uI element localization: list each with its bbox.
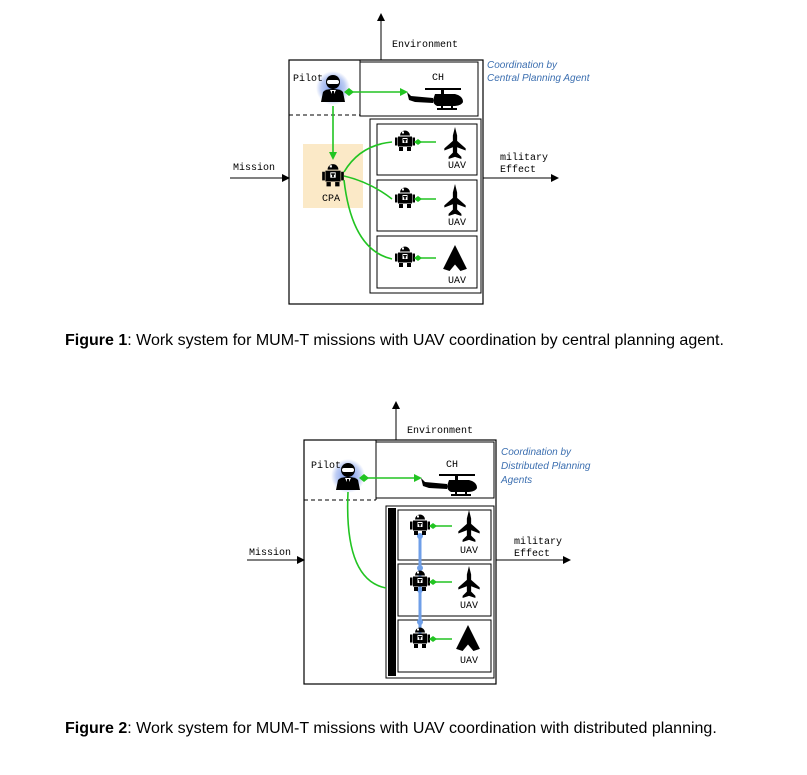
uav-label: UAV <box>460 656 478 667</box>
link-diamond <box>359 474 369 482</box>
uav-label: UAV <box>448 161 466 172</box>
link-arrowhead <box>329 152 337 160</box>
effect-label-1: military <box>500 152 548 164</box>
figure-2: Environment Pilot CH UAV UAV UAV Mission… <box>0 390 807 737</box>
mission-label: Mission <box>249 547 291 559</box>
caption-text: : Work system for MUM-T missions with UA… <box>127 720 717 737</box>
uav-box <box>397 563 492 617</box>
uav-label: UAV <box>448 276 466 287</box>
link-diamond <box>414 196 422 202</box>
link-node <box>417 619 423 625</box>
figure-1-diagram: Environment Pilot CH CPA UAV UAV UAV <box>230 13 591 305</box>
link-diamond <box>429 636 437 642</box>
caption-figure-number: Figure 2 <box>65 720 128 737</box>
link-arrowhead <box>400 88 408 96</box>
link-diamond <box>429 579 437 585</box>
uav-label: UAV <box>448 218 466 229</box>
mission-label: Mission <box>233 162 275 174</box>
coordination-note-line2: Central Planning Agent <box>487 73 591 84</box>
uav-box <box>376 235 478 289</box>
link-node <box>417 587 423 593</box>
link-diamond <box>414 255 422 261</box>
cpa-uav2-link <box>343 175 393 200</box>
helicopter-icon <box>407 88 463 110</box>
coordination-bar <box>388 508 396 676</box>
flying-wing-icon <box>456 625 480 651</box>
cpa-label: CPA <box>322 194 340 205</box>
figure-2-caption: Figure 2: Work system for MUM-T missions… <box>65 718 770 740</box>
uav-label: UAV <box>460 601 478 612</box>
ch-label: CH <box>446 460 458 471</box>
uav-container <box>385 505 495 679</box>
environment-label: Environment <box>407 425 473 437</box>
ch-box <box>359 61 479 117</box>
uav-box <box>397 509 492 561</box>
environment-label: Environment <box>392 39 458 51</box>
uav-agent-robot-icon <box>410 627 430 648</box>
uav-label: UAV <box>460 546 478 557</box>
jet-icon <box>444 184 466 216</box>
uav-box <box>376 179 478 232</box>
cpa-uav3-link <box>343 179 393 260</box>
link-arrowhead <box>414 474 422 482</box>
jet-icon <box>458 566 480 598</box>
link-diamond <box>414 139 422 145</box>
figure-1: Environment Pilot CH CPA UAV UAV UAV <box>0 0 807 349</box>
jet-icon <box>458 510 480 542</box>
uav-box <box>397 619 492 673</box>
helicopter-icon <box>421 474 477 496</box>
uav-container <box>369 118 482 294</box>
uav-agent-robot-icon <box>395 246 415 267</box>
pilot-uav-link <box>346 491 387 589</box>
uav-box <box>376 123 478 176</box>
link-diamond <box>429 523 437 529</box>
uav-agent-robot-icon <box>410 514 430 535</box>
coordination-note-line3: Agents <box>500 475 532 486</box>
effect-label-2: Effect <box>500 164 536 176</box>
pilot-label: Pilot <box>293 73 323 85</box>
jet-icon <box>444 127 466 159</box>
link-node <box>417 565 423 571</box>
flying-wing-icon <box>443 245 467 271</box>
figure-2-diagram: Environment Pilot CH UAV UAV UAV Mission… <box>247 401 591 685</box>
effect-label-1: military <box>514 536 562 548</box>
cpa-uav1-link <box>343 141 393 173</box>
caption-figure-number: Figure 1 <box>65 332 128 349</box>
uav-agent-robot-icon <box>395 130 415 151</box>
coordination-note-line1: Coordination by <box>487 60 558 71</box>
uav-agent-robot-icon <box>395 187 415 208</box>
work-system-box <box>288 59 484 305</box>
ch-box <box>375 441 495 499</box>
effect-label-2: Effect <box>514 548 550 560</box>
figure-1-caption: Figure 1: Work system for MUM-T missions… <box>65 330 770 352</box>
link-diamond <box>344 88 354 96</box>
coordination-note-line2: Distributed Planning <box>501 461 591 472</box>
ch-label: CH <box>432 73 444 84</box>
link-node <box>417 533 423 539</box>
caption-text: : Work system for MUM-T missions with UA… <box>127 332 724 349</box>
pilot-label: Pilot <box>311 460 341 472</box>
coordination-note-line1: Coordination by <box>501 447 572 458</box>
